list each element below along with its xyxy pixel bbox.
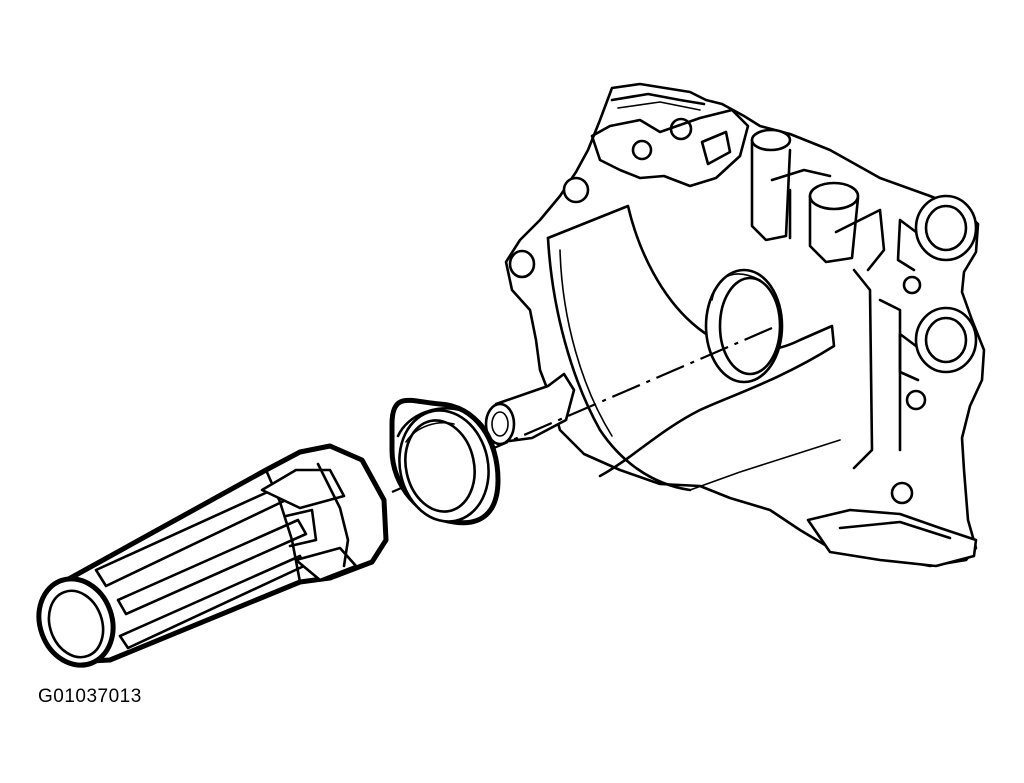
pressure-port-tube <box>808 194 860 264</box>
relief-valve-boss <box>750 138 792 242</box>
mounting-foot <box>806 508 978 568</box>
left-bolt-boss-1 <box>562 176 590 204</box>
seal-installer-tool <box>36 443 389 668</box>
housing-shroud-rim <box>546 236 692 492</box>
grip-groove-2 <box>116 518 308 616</box>
oil-pump-housing <box>484 82 986 568</box>
top-flange <box>590 108 750 188</box>
housing-shroud <box>546 204 836 478</box>
top-bolt-hole-2 <box>669 117 693 141</box>
top-bolt-hole-1 <box>631 139 653 161</box>
crankshaft-front-seal <box>389 397 501 526</box>
figure-id-label: G01037013 <box>38 686 142 707</box>
left-bolt-boss-2 <box>508 249 536 279</box>
